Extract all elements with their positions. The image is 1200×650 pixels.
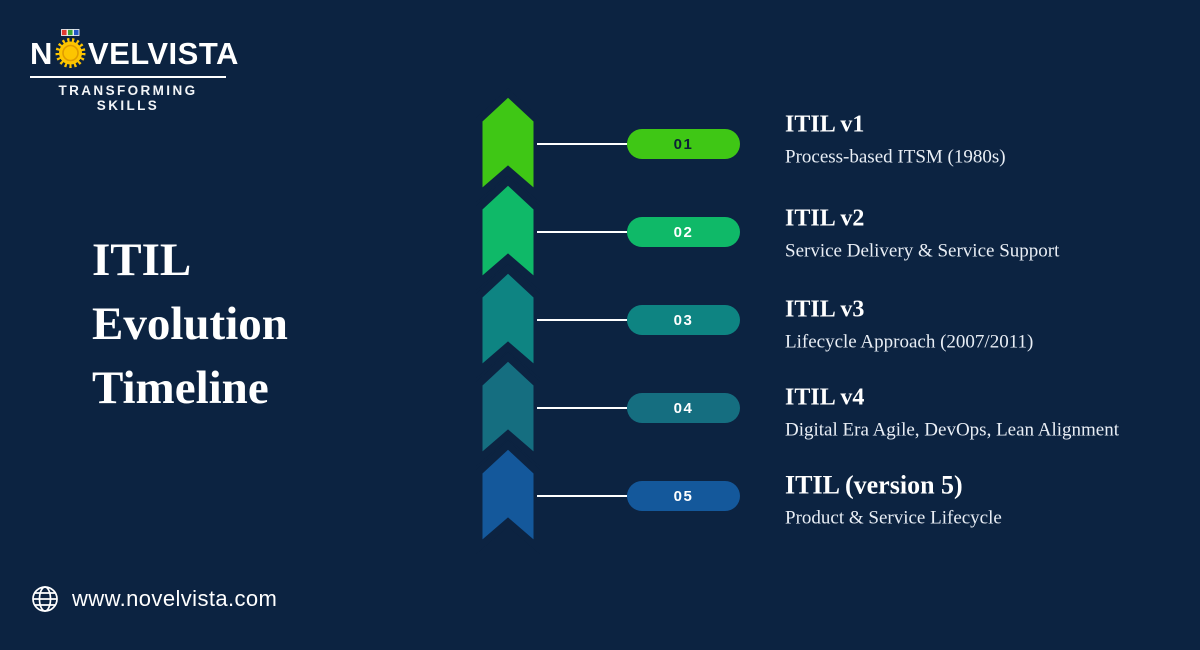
step-number: 04 xyxy=(673,399,694,417)
step-badge-2: 02 xyxy=(627,217,740,247)
step-number: 02 xyxy=(673,223,694,241)
medal-icon xyxy=(55,28,86,68)
connector-line-4 xyxy=(537,407,627,409)
connector-line-2 xyxy=(537,231,627,233)
step-badge-1: 01 xyxy=(627,129,740,159)
entry-subtitle: Product & Service Lifecycle xyxy=(785,507,1002,529)
logo-wordmark: N VELVISTA xyxy=(30,28,239,72)
entry-subtitle: Service Delivery & Service Support xyxy=(785,240,1060,262)
chevron-shape-3 xyxy=(475,264,541,379)
timeline-entry-2: ITIL v2 Service Delivery & Service Suppo… xyxy=(785,205,1059,264)
step-badge-4: 04 xyxy=(627,393,740,423)
logo-letters-velvista: VELVISTA xyxy=(87,36,239,71)
step-badge-5: 05 xyxy=(627,481,740,511)
step-number: 01 xyxy=(673,135,694,153)
chevron-shape-2 xyxy=(475,176,541,291)
chevron-shape-1 xyxy=(475,88,541,203)
connector-line-3 xyxy=(537,319,627,321)
timeline-entry-1: ITIL v1 Process-based ITSM (1980s) xyxy=(785,111,1006,170)
entry-title: ITIL (version 5) xyxy=(785,470,963,500)
page-title-line: Evolution xyxy=(92,298,288,350)
step-number: 05 xyxy=(673,487,694,505)
entry-subtitle: Lifecycle Approach (2007/2011) xyxy=(785,331,1034,353)
step-badge-3: 03 xyxy=(627,305,740,335)
page-title-line: ITIL xyxy=(92,234,192,286)
page-title-line: Timeline xyxy=(92,362,269,414)
step-number: 03 xyxy=(673,311,694,329)
connector-line-5 xyxy=(537,495,627,497)
website-link[interactable]: www.novelvista.com xyxy=(72,586,278,611)
chevron-shape-4 xyxy=(475,352,541,467)
footer: www.novelvista.com xyxy=(30,584,277,614)
timeline-entry-5: ITIL (version 5) Product & Service Lifec… xyxy=(785,470,1002,531)
timeline-entry-3: ITIL v3 Lifecycle Approach (2007/2011) xyxy=(785,296,1033,355)
chevron-shape-5 xyxy=(475,440,541,555)
entry-subtitle: Digital Era Agile, DevOps, Lean Alignmen… xyxy=(785,419,1120,441)
timeline-entry-4: ITIL v4 Digital Era Agile, DevOps, Lean … xyxy=(785,384,1119,443)
entry-title: ITIL v1 xyxy=(785,111,865,138)
logo-tagline: TRANSFORMING SKILLS xyxy=(30,76,226,113)
entry-subtitle: Process-based ITSM (1980s) xyxy=(785,146,1006,168)
logo-letter-n: N xyxy=(30,36,53,71)
entry-title: ITIL v2 xyxy=(785,205,865,232)
timeline-chevron-column xyxy=(475,88,541,555)
novelvista-logo: N VELVISTA TRANSFORMING SKILLS xyxy=(30,28,239,113)
entry-title: ITIL v4 xyxy=(785,384,865,411)
entry-title: ITIL v3 xyxy=(785,296,865,323)
connector-line-1 xyxy=(537,143,627,145)
globe-icon xyxy=(32,586,58,612)
page-title: ITIL Evolution Timeline xyxy=(92,228,288,420)
